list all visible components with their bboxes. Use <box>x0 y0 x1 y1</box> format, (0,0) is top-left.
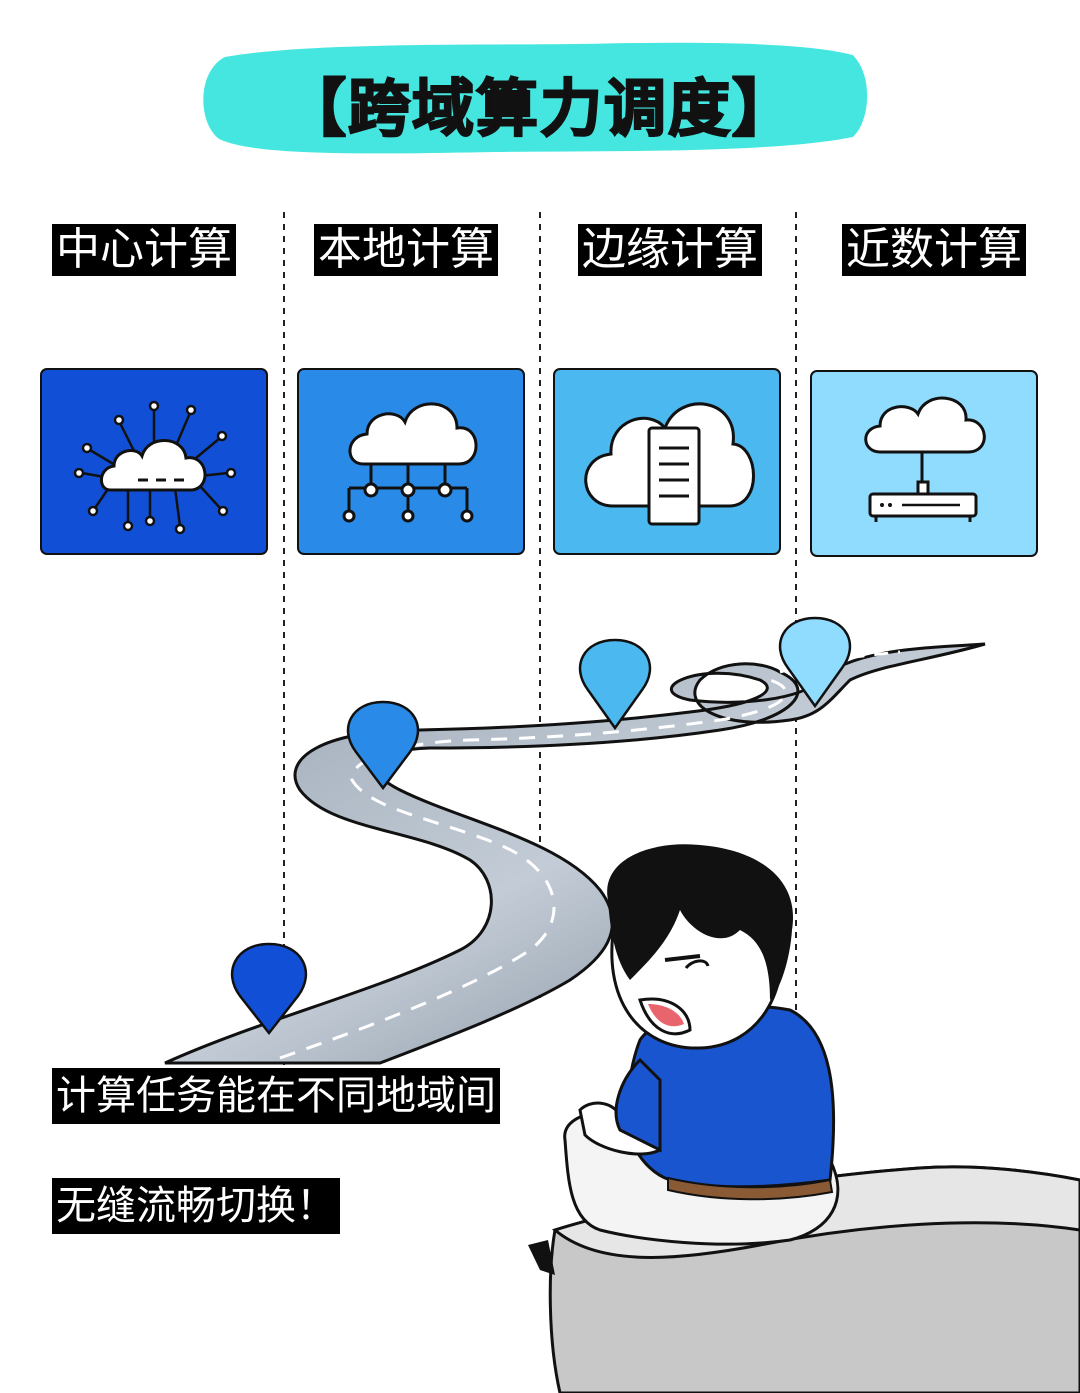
hair <box>607 844 794 1000</box>
pin-near-icon <box>778 616 852 709</box>
pin-local-icon <box>346 700 420 791</box>
cloud-nodes-icon <box>297 368 525 555</box>
cloud-server-icon <box>553 368 781 555</box>
belt <box>667 1176 834 1201</box>
page-title: 【跨域算力调度】 <box>283 71 796 146</box>
label-center-compute: 中心计算 <box>52 224 236 276</box>
pin-edge-icon <box>578 638 652 731</box>
pin-center-icon <box>230 942 308 1036</box>
label-edge-compute: 边缘计算 <box>578 224 762 276</box>
caption-line-2: 无缝流畅切换！ <box>52 1178 340 1234</box>
caption-line-1: 计算任务能在不同地域间 <box>52 1068 500 1124</box>
label-local-compute: 本地计算 <box>314 224 498 276</box>
shoe <box>528 1240 555 1275</box>
label-near-data-compute: 近数计算 <box>842 224 1026 276</box>
cloud-network-icon <box>40 368 268 555</box>
title-background <box>203 42 868 154</box>
cloud-router-icon <box>810 370 1038 557</box>
